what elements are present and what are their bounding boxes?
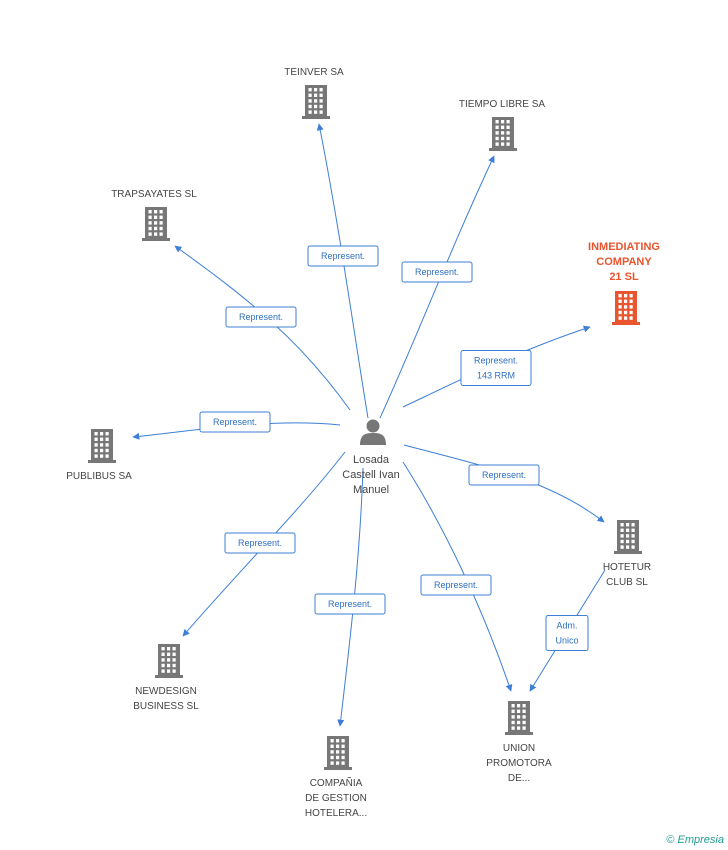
- node-label: PROMOTORA: [486, 758, 552, 769]
- node-label: BUSINESS SL: [133, 701, 199, 712]
- edge-compania: Represent.: [314, 467, 386, 727]
- node-inmediating[interactable]: INMEDIATING COMPANY 21 SL: [588, 241, 660, 325]
- edge-label-box: [401, 261, 473, 283]
- node-label: TRAPSAYATES SL: [111, 189, 197, 200]
- node-label: COMPANY: [596, 256, 652, 268]
- edge-line: [174, 245, 351, 411]
- node-label: TEINVER SA: [284, 67, 344, 78]
- edge-trapsayates: Represent.: [174, 245, 351, 411]
- node-newdesign[interactable]: NEWDESIGN BUSINESS SL: [133, 644, 199, 712]
- node-label: PUBLIBUS SA: [66, 471, 132, 482]
- edge-label: Represent.: [213, 417, 257, 427]
- edge-inmediating: Represent. 143 RRM: [402, 325, 591, 408]
- building-icon: [614, 520, 642, 554]
- brand-watermark: ©Empresia: [666, 834, 724, 846]
- edge-label: Represent.: [482, 470, 526, 480]
- building-icon: [324, 736, 352, 770]
- center-label: Manuel: [353, 484, 389, 496]
- node-label: COMPAÑIA: [310, 776, 363, 789]
- edge-label: Represent.: [415, 267, 459, 277]
- node-label: HOTELERA...: [305, 808, 367, 819]
- copyright-symbol: ©: [666, 834, 675, 846]
- edge-teinver: Represent.: [307, 123, 379, 419]
- edge-hotetur-union: Adm. Unico: [529, 569, 606, 692]
- node-union[interactable]: UNION PROMOTORA DE...: [486, 701, 552, 784]
- edge-label-box: [199, 411, 271, 433]
- node-label: DE GESTION: [305, 793, 367, 804]
- edge-tiempo: Represent.: [379, 155, 495, 419]
- node-label: UNION: [503, 743, 535, 754]
- edge-label: Represent.: [239, 312, 283, 322]
- edge-label-box: [460, 350, 532, 386]
- node-label: TIEMPO LIBRE SA: [459, 99, 545, 110]
- node-trapsayates[interactable]: TRAPSAYATES SL: [111, 189, 197, 241]
- edge-label: Represent.: [474, 356, 518, 366]
- node-label: HOTETUR: [603, 562, 651, 573]
- node-label: NEWDESIGN: [135, 686, 197, 697]
- edge-line: [402, 461, 513, 692]
- building-icon: [302, 85, 330, 119]
- edge-label-box: [307, 245, 379, 267]
- edge-publibus: Represent.: [132, 411, 341, 440]
- node-tiempo[interactable]: TIEMPO LIBRE SA: [459, 99, 545, 151]
- edge-newdesign: Represent.: [182, 451, 346, 637]
- node-compania[interactable]: COMPAÑIA DE GESTION HOTELERA...: [305, 736, 367, 819]
- edge-line: [379, 155, 495, 419]
- node-hotetur[interactable]: HOTETUR CLUB SL: [603, 520, 651, 588]
- nodes-layer: TEINVER SA TIEMPO LIBRE SA TRAPSAYATES SL I…: [66, 67, 660, 819]
- building-icon: [88, 429, 116, 463]
- edge-hotetur: Represent.: [403, 444, 605, 523]
- edge-label-box: [225, 306, 297, 328]
- building-icon: [612, 291, 640, 325]
- edge-line: [316, 123, 369, 419]
- building-icon: [505, 701, 533, 735]
- node-publibus[interactable]: PUBLIBUS SA: [66, 429, 132, 482]
- edge-label: Represent.: [321, 251, 365, 261]
- edge-label: Represent.: [238, 538, 282, 548]
- edge-label: Represent.: [434, 580, 478, 590]
- edge-label-box: [314, 593, 386, 615]
- edge-label-box: [420, 574, 492, 596]
- edges-layer: Represent.Represent.Represent.Represent.…: [132, 123, 606, 727]
- building-icon: [142, 207, 170, 241]
- person-icon: [360, 419, 386, 445]
- edge-label: Unico: [555, 636, 578, 646]
- brand-name: Empresia: [677, 834, 724, 846]
- edge-label: 143 RRM: [477, 371, 515, 381]
- node-label: CLUB SL: [606, 577, 648, 588]
- building-icon: [155, 644, 183, 678]
- node-label: INMEDIATING: [588, 241, 660, 253]
- node-teinver[interactable]: TEINVER SA: [284, 67, 344, 119]
- node-label: DE...: [508, 773, 530, 784]
- edge-union: Represent.: [402, 461, 513, 692]
- center-label: Castell Ivan: [342, 469, 399, 481]
- edge-label-box: [468, 464, 540, 486]
- edge-label: Represent.: [328, 599, 372, 609]
- edge-label: Adm.: [556, 621, 577, 631]
- edge-label-box: [545, 615, 589, 651]
- edge-label-box: [224, 532, 296, 554]
- building-icon: [489, 117, 517, 151]
- center-label: Losada: [353, 454, 390, 466]
- node-label: 21 SL: [609, 271, 639, 283]
